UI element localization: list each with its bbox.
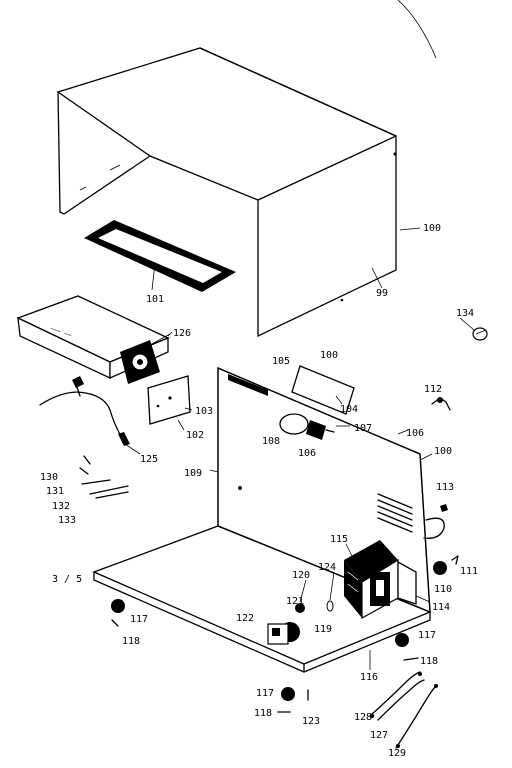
callout-117-bottom: 117 — [256, 688, 274, 699]
callout-124: 124 — [318, 562, 336, 573]
chassis-base — [92, 367, 432, 673]
bracket-plate — [147, 375, 191, 425]
callout-100-wall: 100 — [434, 446, 452, 457]
fan-motor-assembly: ~~~ ~~ — [16, 295, 171, 384]
lamp-socket — [279, 413, 335, 440]
callout-114: 114 — [432, 602, 450, 613]
callout-106-wall: 106 — [406, 428, 424, 439]
callout-134: 134 — [456, 308, 474, 319]
callout-130: 130 — [40, 472, 58, 483]
callout-108: 108 — [262, 436, 280, 447]
fuse-134 — [459, 317, 488, 341]
callout-109: 109 — [184, 468, 202, 479]
clip-112 — [431, 397, 451, 411]
callout-118-bottom: 118 — [254, 708, 272, 719]
callout-123: 123 — [302, 716, 320, 727]
page-marker: 3 / 5 — [52, 574, 82, 585]
wire-leads — [369, 671, 438, 749]
callout-102: 102 — [186, 430, 204, 441]
fuse-clip — [451, 555, 459, 565]
callout-99: 99 — [376, 288, 388, 299]
callout-100-cover: 100 — [423, 223, 441, 234]
circuit-components — [267, 600, 334, 645]
callout-117-left: 117 — [130, 614, 148, 625]
callout-112: 112 — [424, 384, 442, 395]
callout-119: 119 — [314, 624, 332, 635]
callout-100-plate: 100 — [320, 350, 338, 361]
callout-121: 121 — [286, 596, 304, 607]
gasket-frame — [84, 220, 236, 292]
callout-104: 104 — [340, 404, 358, 415]
callout-113: 113 — [436, 482, 454, 493]
callout-133: 133 — [58, 515, 76, 526]
lamp-plate — [291, 365, 355, 415]
callout-107: 107 — [354, 423, 372, 434]
callout-labels: 100 99 101 134 126 105 100 112 103 102 1… — [40, 223, 478, 759]
transformer — [344, 540, 417, 620]
callout-122: 122 — [236, 613, 254, 624]
cover-housing — [56, 0, 437, 338]
callout-110: 110 — [434, 584, 452, 595]
callout-103: 103 — [195, 406, 213, 417]
callout-117-right: 117 — [418, 630, 436, 641]
callout-125: 125 — [140, 454, 158, 465]
small-hardware — [79, 455, 129, 499]
screws — [111, 619, 419, 713]
callout-111: 111 — [460, 566, 478, 577]
callout-128: 128 — [354, 712, 372, 723]
callout-106-socket: 106 — [298, 448, 316, 459]
power-cord — [39, 376, 130, 446]
leader-lines — [121, 227, 433, 670]
callout-118-right: 118 — [420, 656, 438, 667]
callout-131: 131 — [46, 486, 64, 497]
callout-120: 120 — [292, 570, 310, 581]
callout-115: 115 — [330, 534, 348, 545]
callout-101: 101 — [146, 294, 164, 305]
callout-118-left: 118 — [122, 636, 140, 647]
callout-126: 126 — [173, 328, 191, 339]
callout-129: 129 — [388, 748, 406, 759]
callout-105: 105 — [272, 356, 290, 367]
callout-127: 127 — [370, 730, 388, 741]
rubber-feet — [111, 561, 447, 701]
callout-116: 116 — [360, 672, 378, 683]
callout-132: 132 — [52, 501, 70, 512]
cord-113 — [423, 504, 448, 539]
